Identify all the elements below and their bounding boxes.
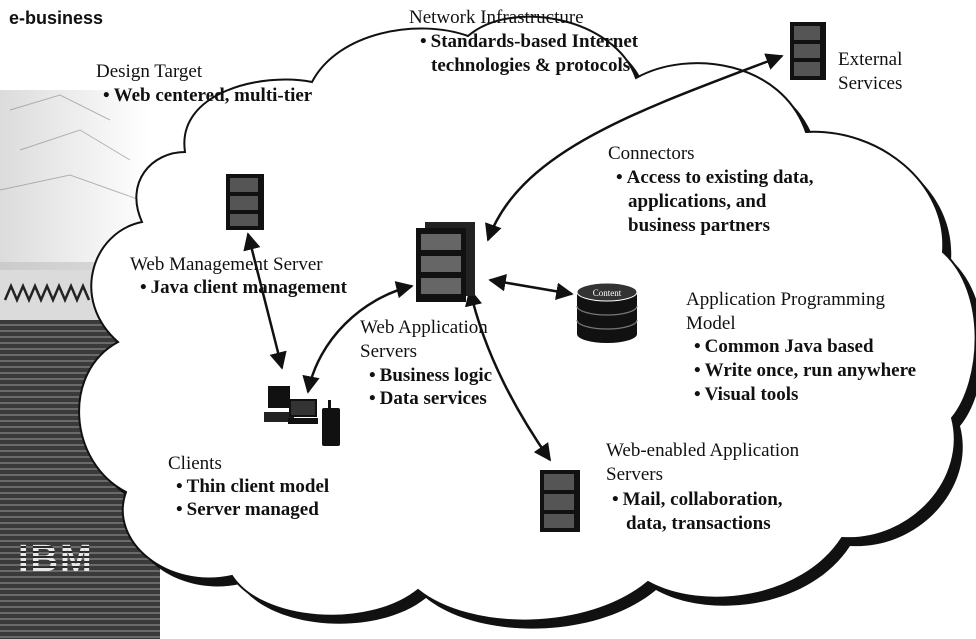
content-db-label: Content [593,288,622,298]
external-line-1: External [838,49,903,70]
brand-label: e-business [9,8,104,28]
connectors-title: Connectors [608,143,695,164]
network-cloud [78,15,976,629]
app-model-title-2: Model [686,313,736,334]
web-enabled-title-2: Servers [606,464,663,485]
web-app-bullet-1: Business logic [369,364,492,387]
external-line-2: Services [838,73,903,94]
web-app-title-1: Web Application [360,317,488,338]
client-devices-icon [264,386,340,446]
design-title: Design Target [96,61,203,82]
arrow-mgmt-to-clients [243,232,287,370]
connectors-bullet-1: Access to existing data, [616,166,814,189]
connections [243,53,784,462]
app-model-bullet-2: Write once, run anywhere [694,359,916,382]
network-bullet-1-cont: technologies & protocols [431,55,631,76]
connectors-bullet-1-cont-b: business partners [628,215,770,236]
network-title: Network Infrastructure [409,7,584,28]
web-mgmt-bullet-1: Java client management [140,276,347,299]
ibm-logo: IBM [18,538,94,580]
app-model-title-1: Application Programming [686,289,885,310]
content-database-icon: Content [576,282,638,343]
web-app-bullet-2: Data services [369,387,487,410]
network-bullet-1: Standards-based Internet [420,30,638,53]
connectors-bullet-1-cont-a: applications, and [628,191,767,212]
web-enabled-server-icon [540,470,580,532]
clients-bullet-1: Thin client model [176,475,330,498]
arrow-appserver-to-clients [302,281,414,394]
web-management-server-icon [226,174,264,230]
web-mgmt-title: Web Management Server [130,254,323,275]
clients-bullet-2: Server managed [176,498,319,521]
web-app-title-2: Servers [360,341,417,362]
arrow-appserver-to-external [485,53,784,242]
app-model-bullet-1: Common Java based [694,335,874,358]
web-enabled-bullet-1-cont: data, transactions [626,513,771,534]
design-bullet-1: Web centered, multi-tier [103,84,313,107]
external-services-server-icon [790,22,826,80]
clients-title: Clients [168,453,222,474]
arrow-appserver-to-content [488,274,574,300]
arrow-appserver-to-webenabled [464,288,552,462]
web-enabled-title-1: Web-enabled Application [606,440,800,461]
app-model-bullet-3: Visual tools [694,383,799,406]
web-enabled-bullet-1: Mail, collaboration, [612,488,783,511]
web-application-server-icon [416,222,475,302]
